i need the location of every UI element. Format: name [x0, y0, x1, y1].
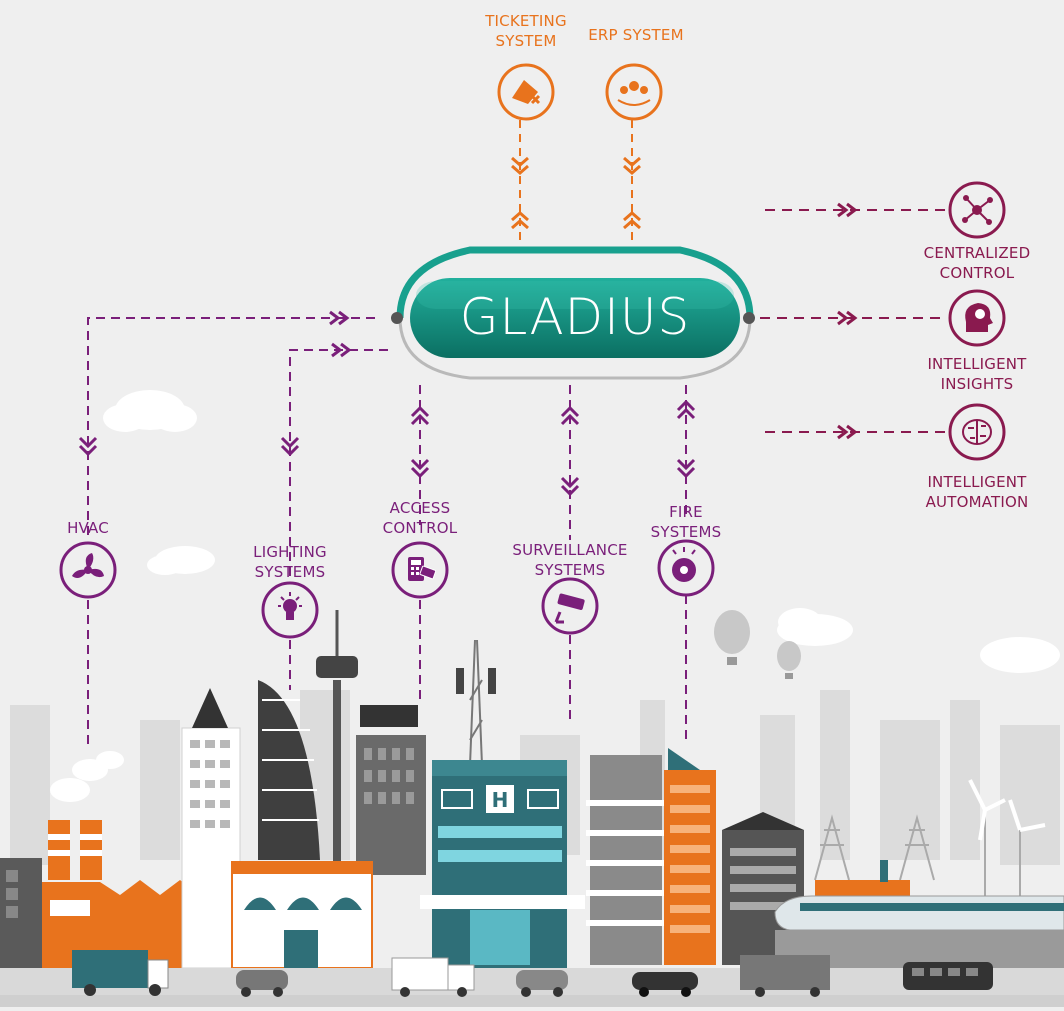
network-hub-icon — [948, 181, 1006, 239]
gladius-hub — [391, 246, 755, 380]
head-search-icon — [948, 289, 1006, 347]
erp-system-label: ERP SYSTEM — [588, 26, 684, 44]
svg-text:H: H — [492, 788, 509, 812]
fire-alarm-icon — [657, 539, 715, 597]
purple-chevrons — [78, 310, 696, 497]
factory — [0, 751, 205, 968]
hvac-label: HVAC — [67, 519, 109, 537]
brain-circuit-icon — [948, 403, 1006, 461]
team-network-icon — [605, 63, 663, 121]
ticket-icon — [497, 63, 555, 121]
light-bulb-icon — [261, 581, 319, 639]
city-buildings: H — [0, 610, 1064, 970]
orange-links — [519, 120, 633, 240]
keypad-card-icon — [391, 541, 449, 599]
fan-icon — [59, 541, 117, 599]
gladius-title: GLADIUS — [459, 288, 691, 346]
magenta-chevrons — [837, 202, 858, 440]
clouds — [103, 390, 1060, 673]
cctv-camera-icon — [541, 577, 599, 635]
orange-chevrons — [511, 156, 641, 230]
street — [0, 950, 1064, 1007]
